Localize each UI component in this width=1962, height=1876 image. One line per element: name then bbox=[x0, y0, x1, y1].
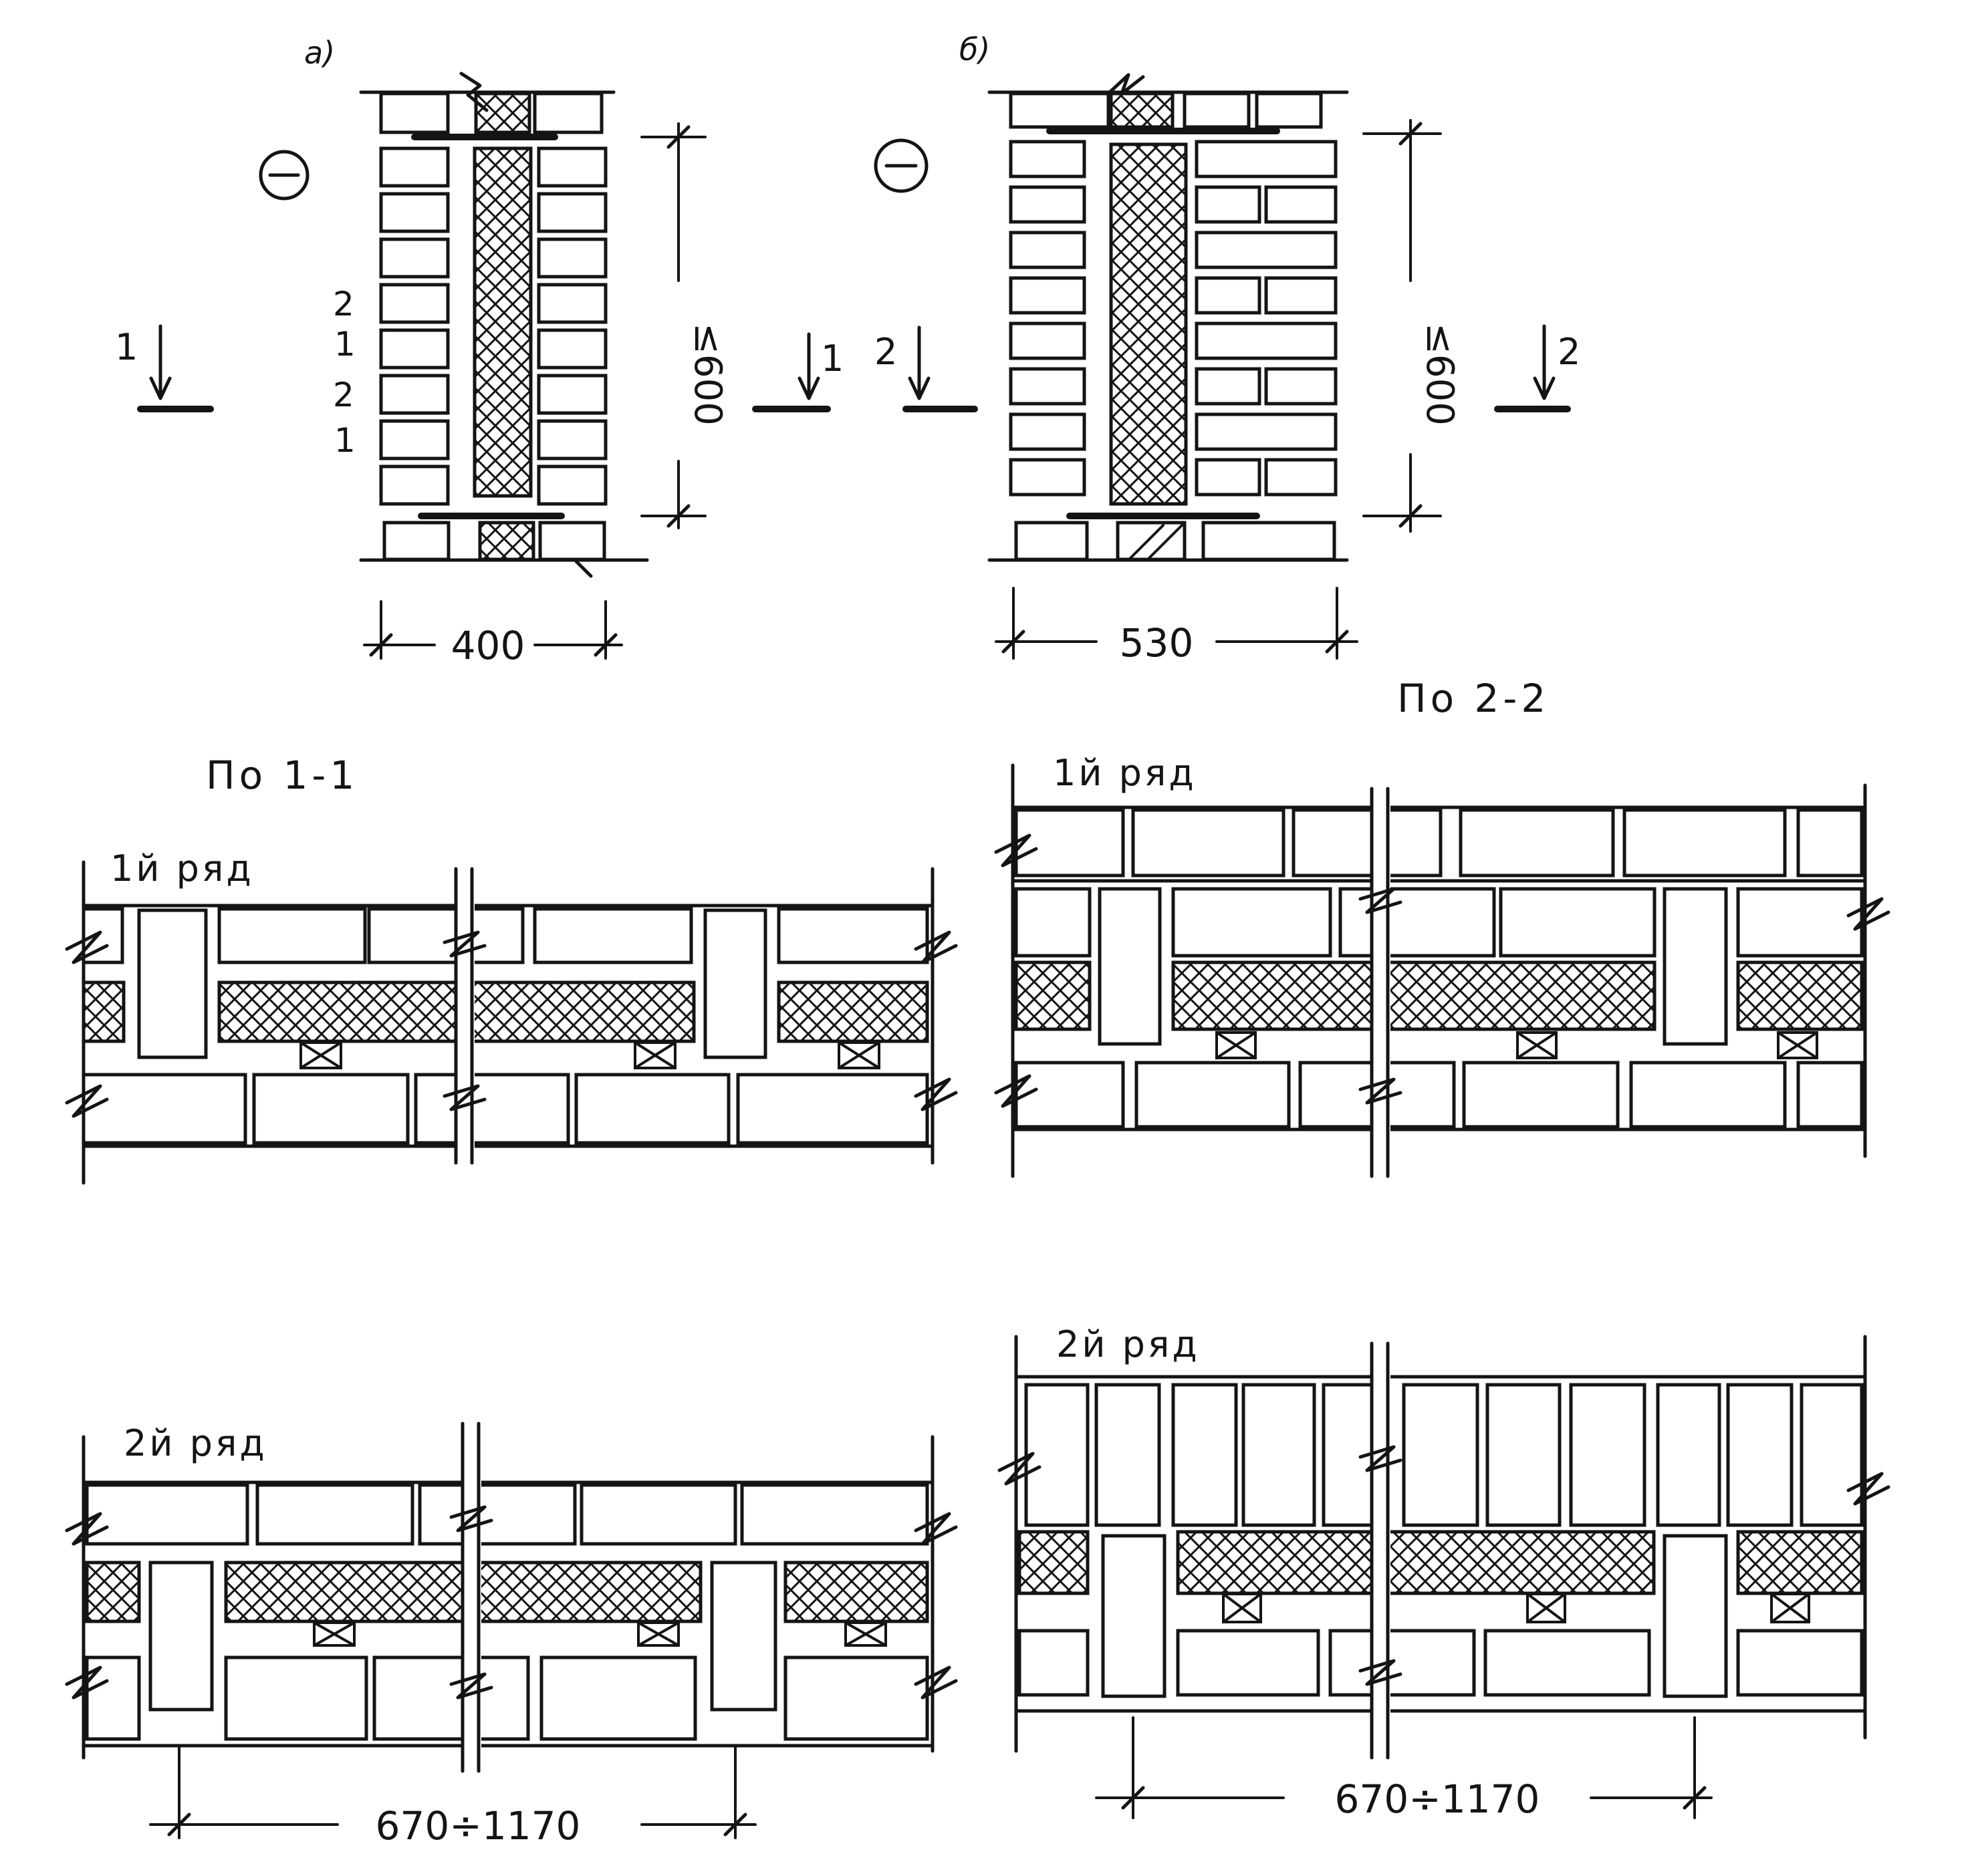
row-2-plan: 2й ряд bbox=[997, 1323, 1890, 1760]
width-label: 400 bbox=[451, 623, 525, 668]
section-1-1: По 1-1 1й ряд bbox=[65, 753, 958, 1849]
width-dimension: 400 bbox=[363, 600, 623, 668]
row-2-plan: 2й ряд bbox=[65, 1422, 958, 1773]
height-dimension: ≤600 bbox=[1362, 119, 1461, 533]
row-label: 2й ряд bbox=[124, 1422, 267, 1464]
row-label: 2й ряд bbox=[1056, 1323, 1200, 1365]
span-label: 670÷1170 bbox=[376, 1803, 581, 1849]
svg-text:1: 1 bbox=[821, 338, 844, 380]
variant-b-label: б) bbox=[959, 31, 990, 68]
width-label: 530 bbox=[1120, 620, 1194, 666]
height-label: ≤600 bbox=[686, 323, 729, 426]
height-dimension: ≤600 bbox=[640, 122, 729, 529]
variant-b-elevation: б) bbox=[874, 31, 1580, 666]
variant-a-label: а) bbox=[304, 35, 335, 71]
section-2-2: По 2-2 1й ряд bbox=[994, 676, 1890, 1822]
section-title: По 1-1 bbox=[206, 753, 358, 798]
section-title: По 2-2 bbox=[1397, 676, 1550, 721]
row-1-plan: 1й ряд bbox=[65, 847, 958, 1185]
section-mark-left: 1 bbox=[115, 324, 214, 412]
width-dimension: 530 bbox=[995, 587, 1358, 666]
row-label: 1й ряд bbox=[1053, 752, 1197, 794]
span-dimension: 670÷1170 bbox=[149, 1746, 757, 1849]
span-label: 670÷1170 bbox=[1335, 1776, 1540, 1822]
row-label: 1й ряд bbox=[110, 847, 254, 890]
span-dimension: 670÷1170 bbox=[1095, 1716, 1713, 1822]
course-number: 1 bbox=[334, 421, 356, 460]
course-number: 2 bbox=[333, 376, 354, 414]
section-mark-right: 1 bbox=[752, 332, 844, 412]
height-label: ≤600 bbox=[1418, 323, 1461, 426]
row-1-plan: 1й ряд bbox=[994, 752, 1890, 1178]
section-mark-left: 2 bbox=[874, 325, 978, 412]
svg-text:2: 2 bbox=[874, 331, 897, 373]
course-number: 1 bbox=[334, 325, 356, 364]
variant-a-elevation: а) bbox=[115, 35, 844, 668]
section-mark-right: 2 bbox=[1494, 324, 1580, 412]
svg-text:1: 1 bbox=[115, 326, 138, 368]
course-number: 2 bbox=[333, 285, 354, 323]
svg-text:2: 2 bbox=[1558, 331, 1580, 373]
